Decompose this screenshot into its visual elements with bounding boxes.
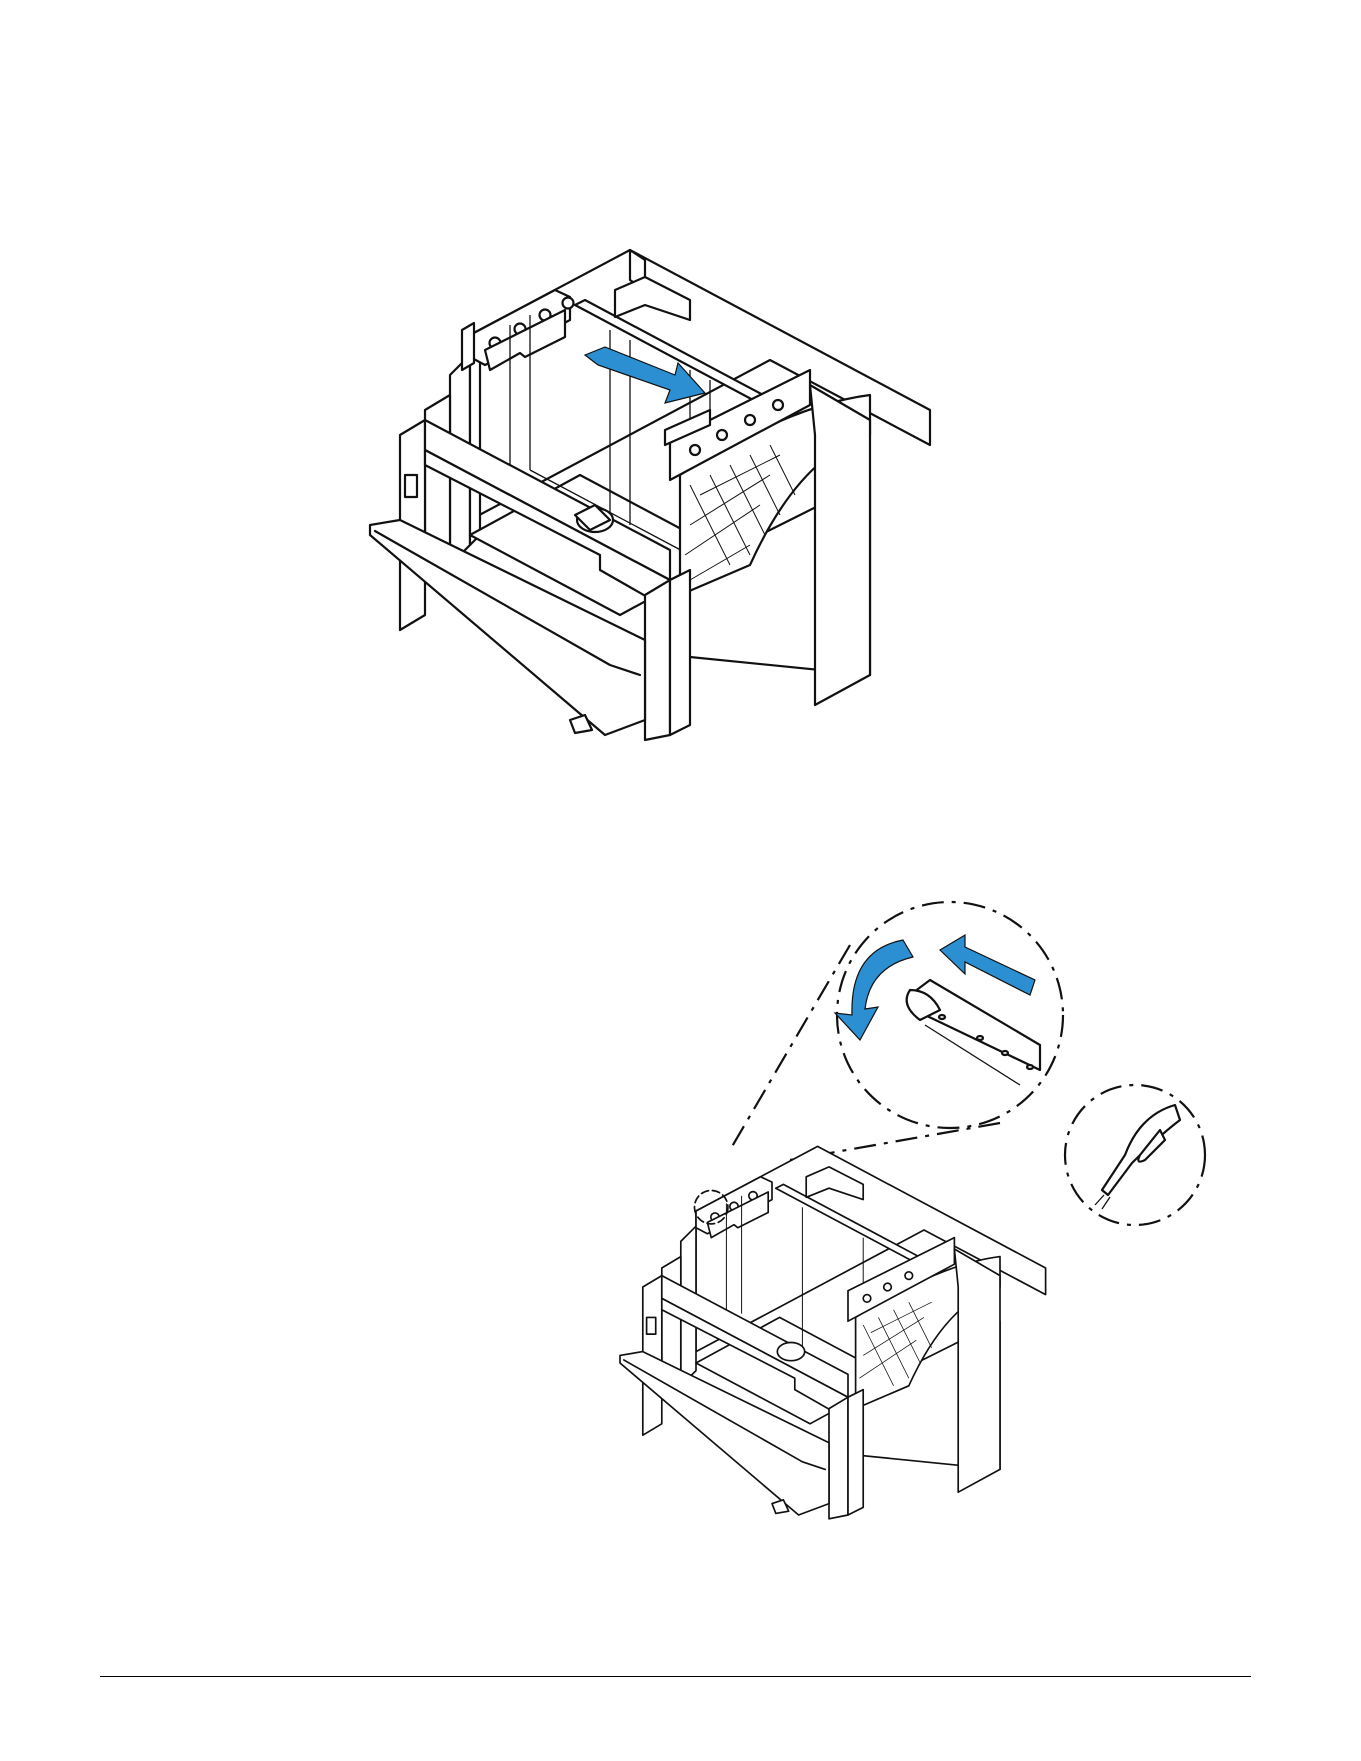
drawer-line-art [370, 235, 970, 765]
drawer-small [620, 1146, 1046, 1518]
footer-rule [100, 1676, 1251, 1677]
push-arrow-icon [940, 935, 1035, 995]
right-side-wall [810, 385, 870, 705]
drawer-detail-line-art [620, 895, 1240, 1515]
rotate-arrow-icon [835, 940, 913, 1040]
pliers-icon [1095, 1105, 1180, 1209]
drawer-illustration-bottom [620, 895, 1240, 1515]
front-post [645, 580, 670, 740]
zoom-leader-line [730, 945, 850, 1150]
rail-hole [563, 298, 574, 309]
drawer-illustration-top [370, 235, 970, 765]
left-hinge [405, 475, 417, 497]
